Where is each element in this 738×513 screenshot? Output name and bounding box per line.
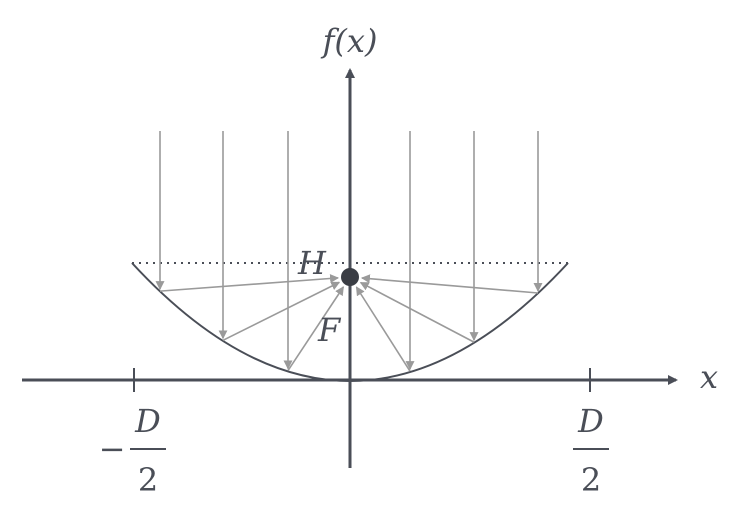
reflected-ray [359,281,475,343]
height-label: H [297,244,327,282]
reflected-ray [222,281,341,342]
focus-label: F [317,311,342,349]
incoming-rays [155,131,543,371]
reflected-ray [159,273,340,292]
reflected-ray [287,286,345,371]
y-axis-label: f(x) [321,22,378,60]
x-axis-label: x [700,358,718,396]
focus-point-icon [341,268,359,286]
left-tick-minus: − [99,430,126,468]
left-tick-denominator: 2 [138,461,158,499]
right-tick-numerator: D [577,402,604,440]
reflected-ray [360,274,539,294]
left-tick-numerator: D [134,402,161,440]
reflected-ray [355,286,411,372]
right-tick-denominator: 2 [581,461,601,499]
reflected-rays [159,273,539,372]
